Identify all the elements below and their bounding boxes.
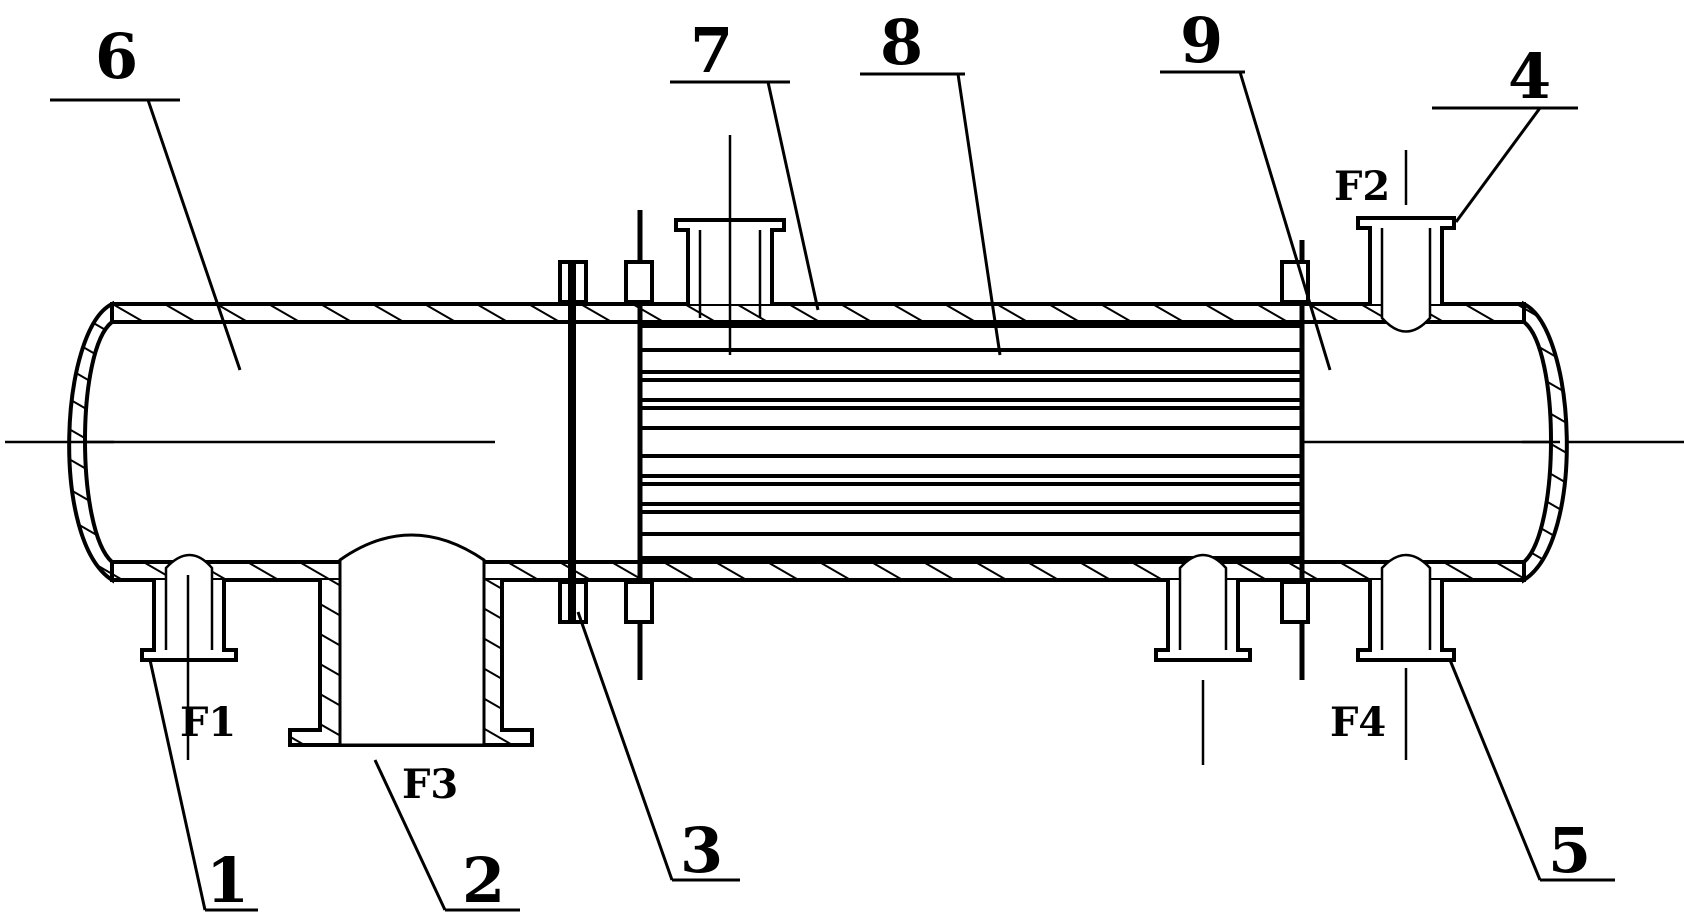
flow-label-f4: F4 <box>1330 699 1386 746</box>
label-2: 2 <box>462 844 505 915</box>
tube-bundle <box>638 324 1304 560</box>
flow-label-f1: F1 <box>180 699 236 746</box>
label-5: 5 <box>1548 814 1591 887</box>
left-head <box>67 300 114 584</box>
leader-lines <box>50 70 1615 912</box>
label-8: 8 <box>880 6 923 79</box>
label-3: 3 <box>680 814 723 887</box>
label-7: 7 <box>690 14 733 87</box>
flow-label-f3: F3 <box>402 761 458 808</box>
right-head <box>1522 300 1569 584</box>
shell-bottom-wall <box>110 560 1526 582</box>
label-6: 6 <box>95 20 138 93</box>
label-1: 1 <box>206 844 249 915</box>
flow-label-f2: F2 <box>1334 163 1390 210</box>
label-9: 9 <box>1180 4 1223 77</box>
label-4: 4 <box>1508 40 1551 113</box>
